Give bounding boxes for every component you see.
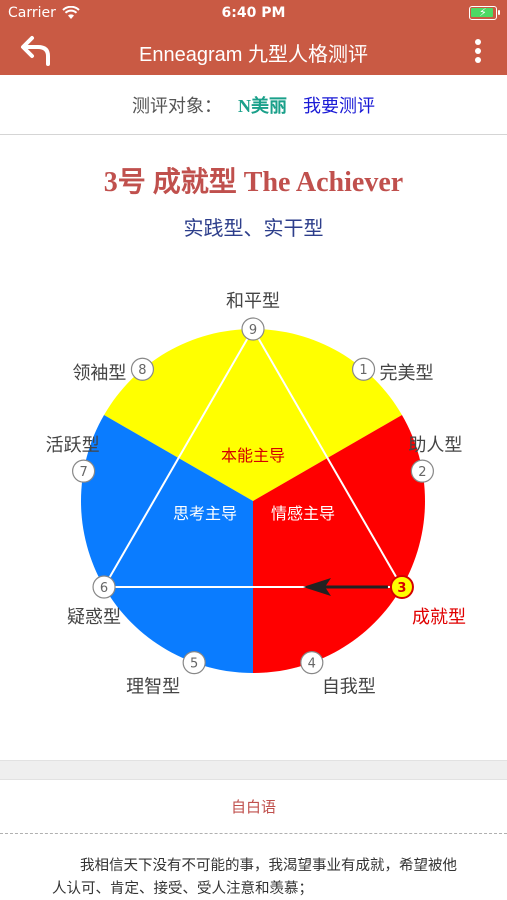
subject-name-latin: N	[238, 95, 251, 116]
result-title: 3号 成就型 The Achiever	[103, 167, 404, 198]
type-node-circle	[389, 575, 414, 599]
center-label-feeling: 情感主导	[271, 504, 335, 523]
enneagram-triangle	[102, 326, 404, 588]
result-subtitle: 实践型、实干型	[183, 216, 324, 240]
type-node-label: 理智型	[126, 677, 180, 698]
more-vertical-icon	[475, 39, 481, 45]
type-node-4[interactable]: 4 自我型	[300, 651, 376, 698]
center-label-thinking: 思考主导	[173, 504, 237, 523]
subject-label: 测评对象：	[132, 95, 222, 117]
type-node-number: 6	[100, 581, 108, 596]
type-node-label: 完美型	[380, 363, 434, 384]
type-node-circle	[92, 575, 116, 599]
page-title: Enneagram 九型人格测评	[139, 44, 368, 66]
type-node-circle	[410, 459, 434, 483]
type-node-circle	[300, 651, 324, 675]
type-node-label: 活跃型	[46, 435, 100, 456]
carrier-label: Carrier	[8, 5, 56, 21]
take-test-link[interactable]: 我要测评	[303, 95, 375, 117]
direction-arrow-head	[303, 578, 331, 596]
type-node-3[interactable]: 3 成就型	[389, 575, 466, 628]
subject-name-cn: 美丽	[251, 95, 287, 117]
more-button[interactable]	[467, 34, 489, 68]
type-node-circle	[130, 357, 155, 381]
monologue-text: 我相信天下没有不可能的事，我渴望事业有成就，希望被他人认可、肯定、接受、受人注意…	[52, 858, 457, 897]
wifi-icon	[62, 6, 80, 19]
type-node-number: 5	[190, 657, 198, 672]
type-node-number: 3	[397, 581, 406, 596]
center-label-instinct: 本能主导	[221, 446, 285, 465]
battery-icon: ⚡	[469, 6, 500, 20]
type-node-9[interactable]: 9 和平型	[226, 291, 280, 341]
type-node-number: 1	[359, 363, 367, 378]
nav-bar: Enneagram 九型人格测评	[0, 28, 507, 75]
monologue-title: 自白语	[230, 798, 276, 816]
type-node-number: 7	[79, 465, 87, 480]
type-node-number: 2	[418, 465, 426, 480]
type-node-number: 4	[308, 657, 316, 672]
type-node-circle	[351, 357, 376, 381]
back-button[interactable]	[18, 34, 58, 68]
type-node-6[interactable]: 6 疑惑型	[67, 575, 121, 628]
type-node-circle	[241, 317, 265, 341]
type-node-label: 和平型	[226, 291, 280, 312]
back-arrow-icon	[21, 36, 50, 66]
type-node-2[interactable]: 2 助人型	[408, 435, 462, 483]
section-divider	[0, 760, 507, 780]
type-node-7[interactable]: 7 活跃型	[46, 435, 100, 483]
type-node-label: 疑惑型	[67, 607, 121, 628]
status-bar: Carrier 6:40 PM ⚡	[0, 0, 507, 28]
type-node-1[interactable]: 1 完美型	[351, 357, 434, 384]
type-node-label: 领袖型	[72, 363, 126, 384]
type-node-circle	[182, 651, 206, 675]
type-node-label: 助人型	[408, 435, 462, 456]
subject-name: N美丽	[238, 92, 287, 118]
type-node-number: 9	[249, 323, 257, 338]
type-node-8[interactable]: 8 领袖型	[72, 357, 155, 384]
status-time: 6:40 PM	[221, 5, 286, 21]
type-node-label: 成就型	[412, 607, 466, 628]
thinking-sector	[80, 415, 254, 673]
type-node-label: 自我型	[322, 677, 376, 698]
type-node-circle	[72, 459, 96, 483]
app-header: Carrier 6:40 PM ⚡ Enneagram 九型人格测评	[0, 0, 507, 75]
type-node-5[interactable]: 5 理智型	[126, 651, 206, 698]
feeling-sector	[253, 415, 425, 673]
carrier-info: Carrier	[8, 5, 80, 21]
type-node-number: 8	[138, 363, 146, 378]
subject-row: 测评对象： N美丽 我要测评	[0, 75, 507, 135]
dashed-divider	[0, 833, 507, 834]
